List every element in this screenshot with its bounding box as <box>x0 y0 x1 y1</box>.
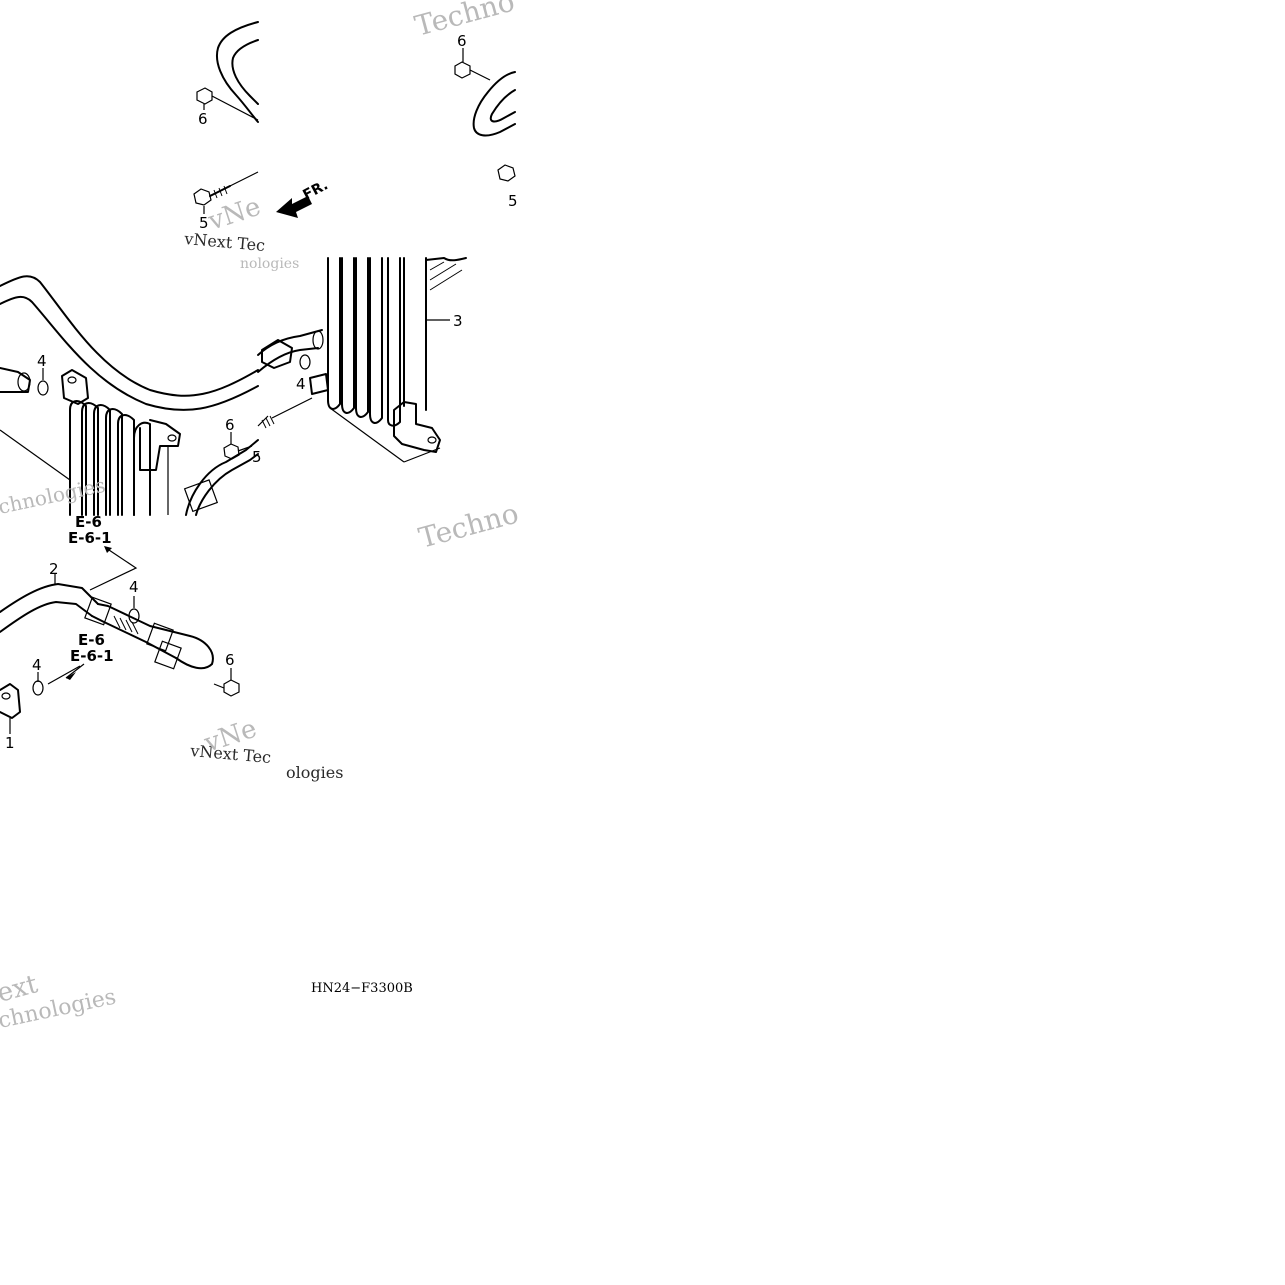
reference-labels: E-6 E-6-1 E-6 E-6-1 <box>68 513 114 665</box>
callout-2: 2 <box>49 560 59 578</box>
o-ring-icon <box>32 680 44 696</box>
callout-6: 6 <box>225 416 235 434</box>
bolt-icon <box>196 87 259 121</box>
ref-label: E-6-1 <box>70 647 114 665</box>
bolt-icon <box>193 171 259 206</box>
pipe-lower <box>0 583 99 613</box>
tile-top-left <box>193 21 259 214</box>
ref-label: E-6 <box>78 631 105 649</box>
ref-label: E-6-1 <box>68 529 112 547</box>
hose <box>84 596 214 670</box>
cooler-fins-left <box>69 400 151 516</box>
watermark: chnologies <box>0 473 107 519</box>
callout-4: 4 <box>296 375 306 393</box>
o-ring-icon <box>299 354 311 370</box>
watermark: Techno <box>415 497 522 555</box>
tile-top-right <box>276 48 516 218</box>
o-ring-icon <box>128 608 140 624</box>
tile-bottom-left <box>0 546 240 734</box>
part-code: HN24−F3300B <box>311 981 413 996</box>
callout-1: 1 <box>5 734 15 752</box>
callout-labels: 6 5 6 5 4 3 4 6 5 2 4 4 6 1 <box>5 32 518 752</box>
front-arrow-icon <box>276 196 312 218</box>
tile-mid-right <box>257 257 467 463</box>
watermark: nologies <box>240 256 299 272</box>
callout-6: 6 <box>457 32 467 50</box>
oil-cooler <box>327 257 467 427</box>
watermark: vNe <box>204 192 264 237</box>
pipe-loop-top <box>216 21 259 123</box>
ref-arrow <box>65 663 85 679</box>
callout-4: 4 <box>32 656 42 674</box>
o-ring-icon <box>37 380 49 396</box>
callout-5: 5 <box>508 192 518 210</box>
callout-6: 6 <box>225 651 235 669</box>
pipe-loop-right <box>472 71 516 137</box>
bolt-icon <box>497 164 516 182</box>
bolt-icon <box>223 443 253 460</box>
callout-5: 5 <box>252 448 262 466</box>
callout-5: 5 <box>199 214 209 232</box>
callout-3: 3 <box>453 312 463 330</box>
callout-6: 6 <box>198 110 208 128</box>
ref-label: E-6 <box>75 513 102 531</box>
front-indicator-label: FR. <box>300 177 330 203</box>
bolt-icon <box>213 679 240 697</box>
watermark: ologies <box>286 763 343 782</box>
bolt-icon <box>454 61 491 81</box>
callout-4: 4 <box>37 352 47 370</box>
pipe-long-upper <box>0 275 259 397</box>
callout-4: 4 <box>129 578 139 596</box>
tile-mid-left <box>0 275 259 516</box>
